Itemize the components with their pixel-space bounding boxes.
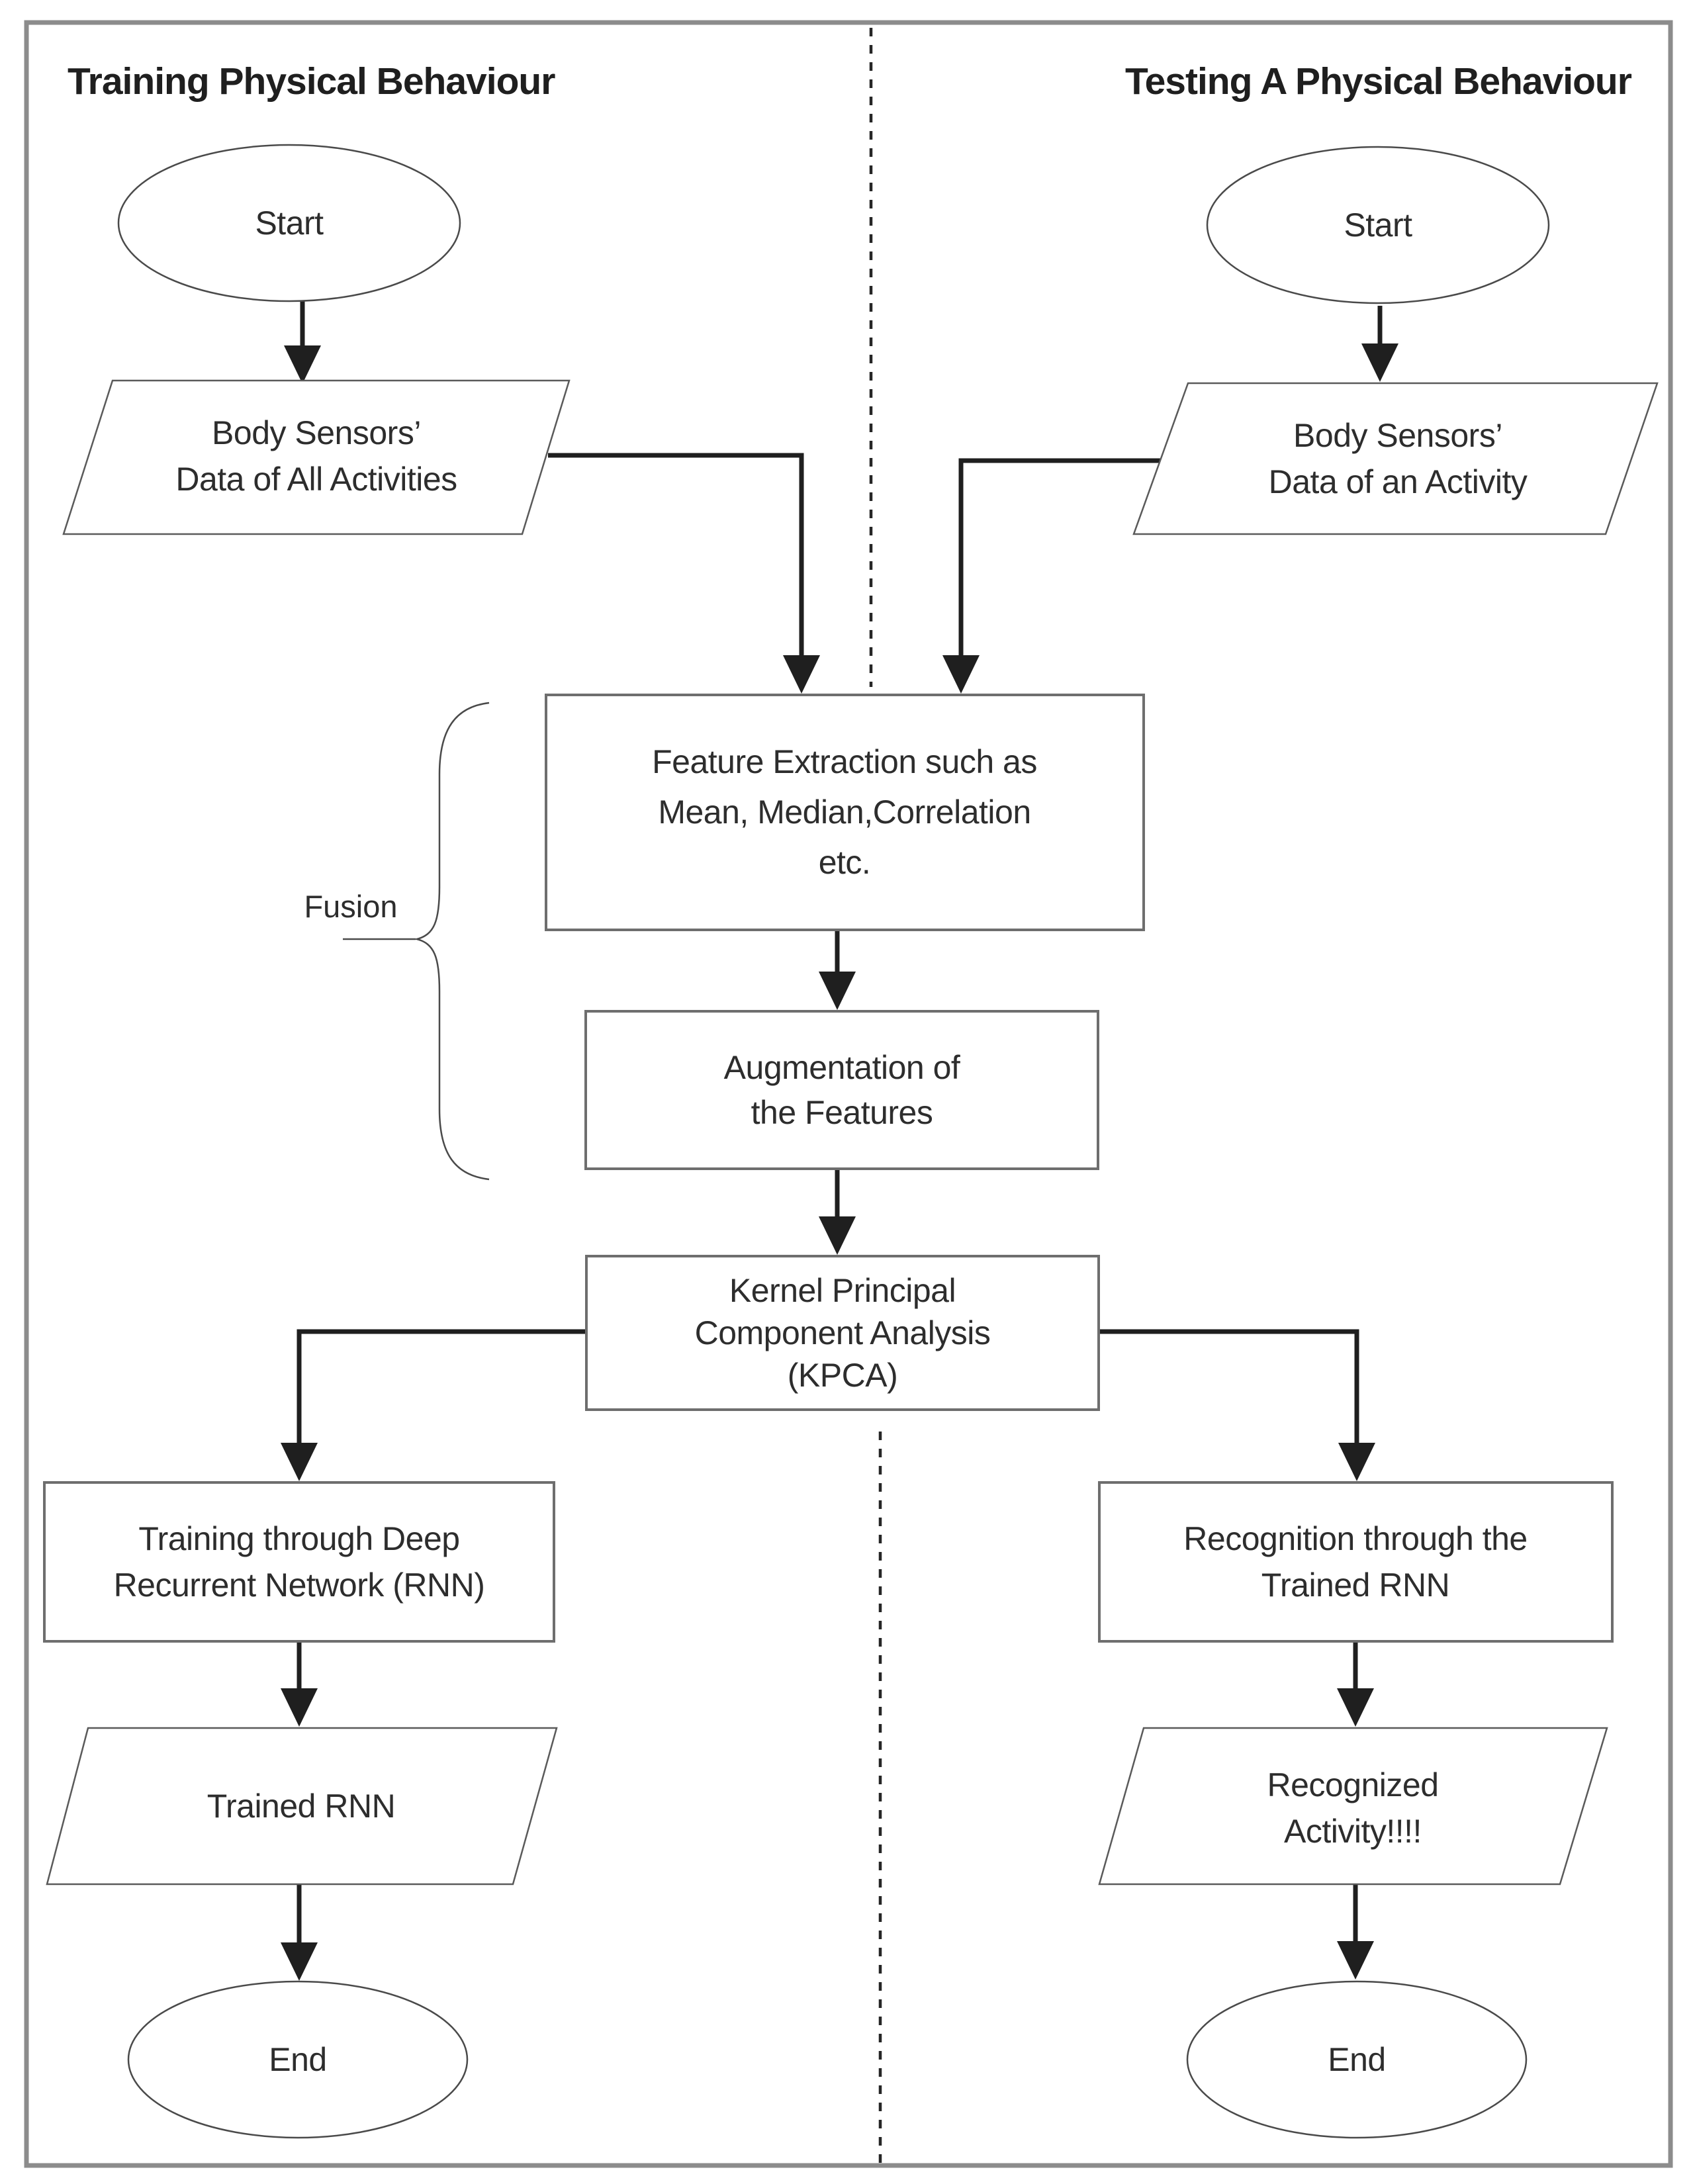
node-feature-extraction: Feature Extraction such as Mean, Median,… [545,694,1145,931]
arrowhead-icon [281,1942,318,1981]
connector-kpca-to-training [281,1329,586,1481]
arrowhead-icon [1337,1941,1374,1979]
arrowhead-icon [819,972,856,1010]
arrow-trained-rnn-to-end [281,1884,318,1981]
arrowhead-icon [1338,1443,1375,1481]
node-label: (KPCA) [788,1357,897,1394]
arrowhead-icon [281,1443,318,1481]
arrow-start-left-to-input [284,301,321,384]
node-augmentation: Augmentation of the Features [584,1010,1099,1170]
node-end-left: End [127,1980,469,2139]
node-trained-rnn: Trained RNN [46,1727,558,1886]
node-label: Recognition through the [1183,1520,1527,1557]
node-label: Trained RNN [1261,1567,1449,1604]
page-border [24,20,1673,2168]
node-label: Training through Deep [138,1520,459,1557]
arrowhead-icon [1337,1688,1374,1727]
node-end-right: End [1186,1980,1528,2139]
arrow-start-right-to-input [1361,306,1398,382]
node-label: Activity!!!! [1284,1813,1422,1850]
node-label: Trained RNN [207,1788,395,1825]
node-label: Recognized [1267,1766,1438,1803]
node-label: Body Sensors’ [212,414,421,451]
node-label: Mean, Median,Correlation [658,794,1030,831]
node-kpca: Kernel Principal Component Analysis (KPC… [585,1255,1100,1411]
node-label: Start [1344,206,1412,244]
node-label: Body Sensors’ [1293,417,1502,454]
node-label: Kernel Principal [729,1272,956,1309]
node-label: Data of an Activity [1269,463,1528,500]
node-input-right: Body Sensors’ Data of an Activity [1132,382,1659,535]
node-recognition: Recognition through the Trained RNN [1098,1481,1614,1643]
connector-input-right-to-feature [942,458,1161,694]
arrow-recognized-to-end [1337,1884,1374,1979]
node-training: Training through Deep Recurrent Network … [43,1481,555,1643]
node-input-left: Body Sensors’ Data of All Activities [62,379,571,535]
node-label: the Features [751,1094,933,1131]
arrow-recognition-to-recognized [1337,1641,1374,1727]
node-start-right: Start [1206,146,1550,304]
node-label: End [269,2041,326,2078]
arrow-augmentation-to-kpca [819,1169,856,1255]
arrowhead-icon [819,1216,856,1255]
node-recognized-activity: Recognized Activity!!!! [1098,1727,1608,1886]
fusion-brace-icon [414,702,490,1181]
node-label: End [1328,2041,1385,2078]
arrowhead-icon [284,345,321,384]
node-start-left: Start [117,144,461,302]
arrowhead-icon [281,1688,318,1727]
node-label: Start [255,205,324,242]
arrowhead-icon [783,655,820,694]
node-label: Augmentation of [724,1049,960,1086]
node-label: Component Analysis [695,1314,991,1351]
node-label: etc. [819,844,871,881]
connector-kpca-to-recognition [1099,1329,1375,1481]
node-label: Feature Extraction such as [652,743,1037,780]
connector-input-left-to-feature [548,453,820,694]
node-label: Data of All Activities [175,461,457,498]
fusion-annotation: Fusion [304,702,490,1181]
arrowhead-icon [1361,343,1398,382]
arrowhead-icon [942,655,980,694]
fusion-label: Fusion [304,889,397,924]
title-testing-column: Testing A Physical Behaviour [1125,60,1632,103]
arrow-training-to-trained-rnn [281,1641,318,1727]
title-training-column: Training Physical Behaviour [68,60,555,103]
arrow-feature-to-augmentation [819,930,856,1010]
node-label: Recurrent Network (RNN) [114,1567,485,1604]
